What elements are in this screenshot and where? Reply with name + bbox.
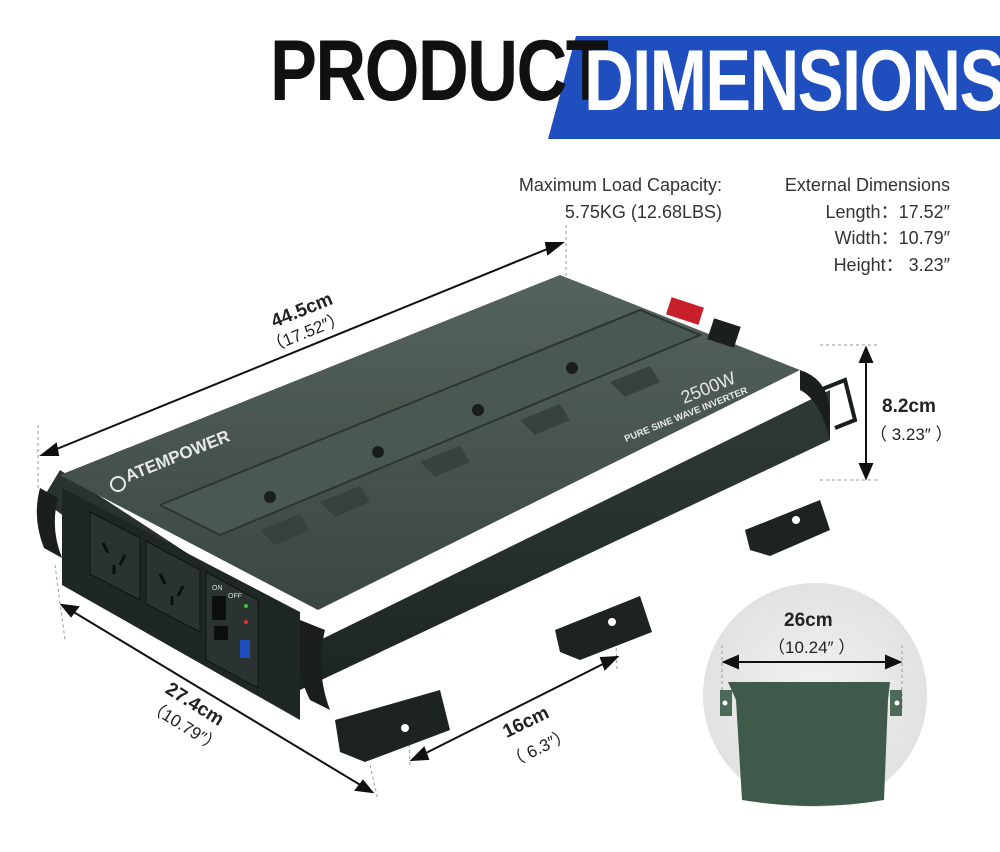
- ac-outlets: [89, 511, 201, 633]
- title-band: [548, 36, 1000, 139]
- load-capacity-spec: Maximum Load Capacity: 5.75KG (12.68LBS): [519, 172, 722, 225]
- width-dimension-line: [61, 604, 373, 793]
- height-cm-label: 8.2cm: [882, 396, 936, 417]
- load-capacity-value: 5.75KG (12.68LBS): [564, 201, 722, 222]
- brand-logo-icon: [110, 476, 126, 492]
- bracket-cm-label: 26cm: [784, 610, 833, 631]
- load-capacity-label: Maximum Load Capacity:: [518, 175, 722, 195]
- bracket-plate: [728, 682, 890, 806]
- switch-off-label: OFF: [228, 593, 242, 600]
- mounting-brackets: [335, 500, 830, 762]
- external-dimensions-heading: External Dimensions: [784, 175, 950, 195]
- height-spec: Height： 3.23″: [833, 254, 950, 275]
- usb-port: [240, 640, 250, 658]
- mount-dimension-line: [411, 656, 618, 761]
- terminal-red: [666, 297, 704, 325]
- length-spec: Length：17.52″: [825, 201, 950, 222]
- switch-on-label: ON: [212, 585, 223, 592]
- page-title-dimensions: DIMENSIONS: [584, 33, 1000, 129]
- bracket-inch-label: （10.24″ ）: [768, 638, 856, 657]
- external-dimensions-spec: External Dimensions Length：17.52″ Width：…: [785, 172, 950, 278]
- page-title-product: PRODUCT: [270, 23, 609, 119]
- height-inch-label: （ 3.23″ ）: [870, 425, 953, 444]
- length-dimension-line: [41, 242, 563, 456]
- inverter-right-endcap: [296, 620, 330, 710]
- width-spec: Width：10.79″: [834, 228, 950, 248]
- power-switch[interactable]: [212, 596, 226, 620]
